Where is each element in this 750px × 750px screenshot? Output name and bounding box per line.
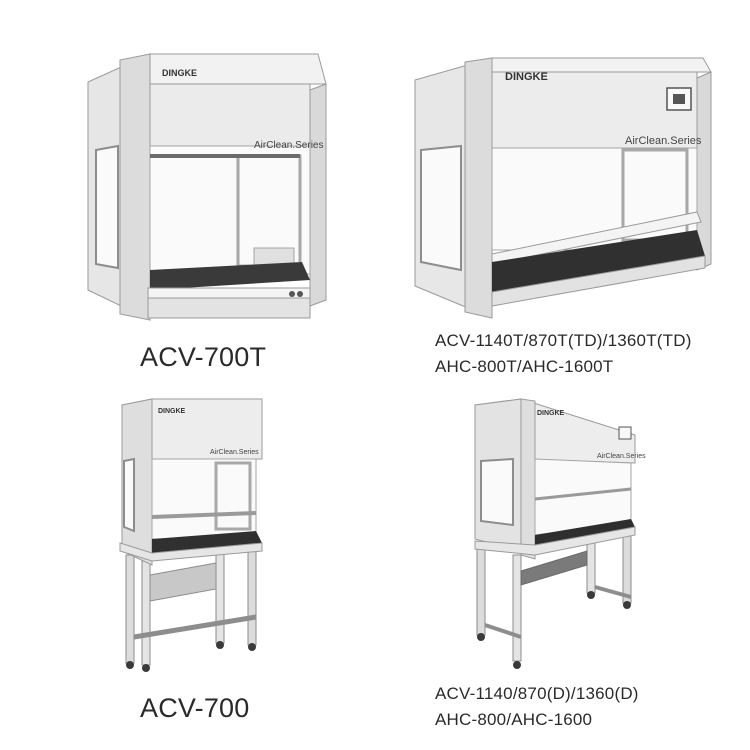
caption-acv-700t: ACV-700T: [140, 342, 266, 373]
cabinet-image-acv-700: DINGKE AirClean.Series: [119, 398, 263, 672]
caption-line: ACV-700T: [140, 342, 267, 372]
brand-logo: DINGKE: [505, 71, 548, 83]
series-label: AirClean.Series: [625, 135, 702, 147]
brand-logo: DINGKE: [537, 410, 565, 417]
caption-line: ACV-1140T/870T(TD)/1360T(TD): [435, 331, 692, 350]
series-label: AirClean.Series: [597, 453, 646, 460]
cabinet-image-acv-700t: DINGKE AirClean.Series: [87, 53, 327, 321]
cabinet-image-acv-1140: DINGKE AirClean.Series: [474, 398, 646, 669]
caption-acv-1140: ACV-1140/870(D)/1360(D) AHC-800/AHC-1600: [435, 681, 639, 733]
product-acv-1140t: DINGKE AirClean.Series ACV-1140T/870T(TD…: [375, 0, 750, 390]
series-label: AirClean.Series: [210, 449, 259, 456]
caption-line: ACV-700: [140, 693, 250, 723]
caption-acv-1140t: ACV-1140T/870T(TD)/1360T(TD) AHC-800T/AH…: [435, 328, 692, 380]
cabinet-image-acv-1140t: DINGKE AirClean.Series: [414, 57, 712, 319]
product-acv-1140: DINGKE AirClean.Series ACV-1140/870(D)/1…: [375, 375, 750, 750]
caption-line: ACV-1140/870(D)/1360(D): [435, 684, 639, 703]
brand-logo: DINGKE: [162, 68, 197, 78]
caption-line: AHC-800T/AHC-1600T: [435, 357, 614, 376]
product-acv-700t: DINGKE AirClean.Series ACV-700T: [0, 0, 375, 390]
series-label: AirClean.Series: [254, 140, 323, 151]
product-acv-700: DINGKE AirClean.Series ACV-700: [0, 375, 375, 750]
caption-acv-700: ACV-700: [140, 693, 249, 724]
brand-logo: DINGKE: [158, 408, 186, 415]
caption-line: AHC-800/AHC-1600: [435, 710, 593, 729]
